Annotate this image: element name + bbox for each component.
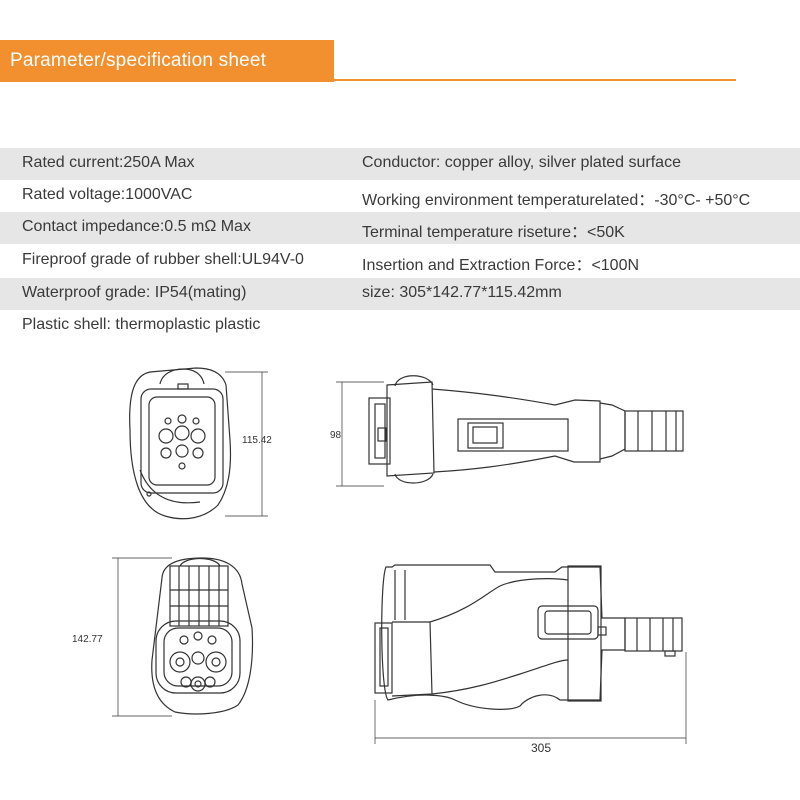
spec-working-temperature: Working environment temperaturelated：-30… xyxy=(362,192,751,209)
front-view-drawing xyxy=(129,367,232,520)
page-title: Parameter/specification sheet xyxy=(10,50,267,71)
spec-insertion-force: Insertion and Extraction Force：<100N xyxy=(362,257,640,274)
spec-fireproof-grade: Fireproof grade of rubber shell:UL94V-0 xyxy=(22,251,304,268)
spec-size: size: 305*142.77*115.42mm xyxy=(362,284,562,301)
dimension-side-height: 98 xyxy=(330,430,342,441)
dimension-bottom-height: 142.77 xyxy=(72,634,103,645)
spec-rated-voltage: Rated voltage:1000VAC xyxy=(22,186,193,203)
spec-plastic-shell: Plastic shell: thermoplastic plastic xyxy=(22,316,261,333)
spec-rated-current: Rated current:250A Max xyxy=(22,154,195,171)
spec-conductor: Conductor: copper alloy, silver plated s… xyxy=(362,154,681,171)
spec-contact-impedance: Contact impedance:0.5 mΩ Max xyxy=(22,218,251,235)
top-view-drawing xyxy=(374,564,683,710)
spec-row: Plastic shell: thermoplastic plastic xyxy=(0,310,800,342)
spec-row: Waterproof grade: IP54(mating) size: 305… xyxy=(0,278,800,310)
title-bar xyxy=(0,40,334,82)
spec-temperature-rise: Terminal temperature riseture：<50K xyxy=(362,224,625,241)
spec-row: Rated current:250A Max Conductor: copper… xyxy=(0,148,800,180)
spec-row: Fireproof grade of rubber shell:UL94V-0 … xyxy=(0,245,800,277)
title-underline xyxy=(334,79,736,81)
dimension-front-height: 115.42 xyxy=(242,435,272,446)
bottom-view-drawing xyxy=(151,557,254,715)
spec-waterproof-grade: Waterproof grade: IP54(mating) xyxy=(22,284,247,301)
spec-row: Contact impedance:0.5 mΩ Max Terminal te… xyxy=(0,212,800,244)
spec-row: Rated voltage:1000VAC Working environmen… xyxy=(0,180,800,212)
side-view-drawing xyxy=(368,375,684,484)
dimension-length: 305 xyxy=(531,741,551,755)
